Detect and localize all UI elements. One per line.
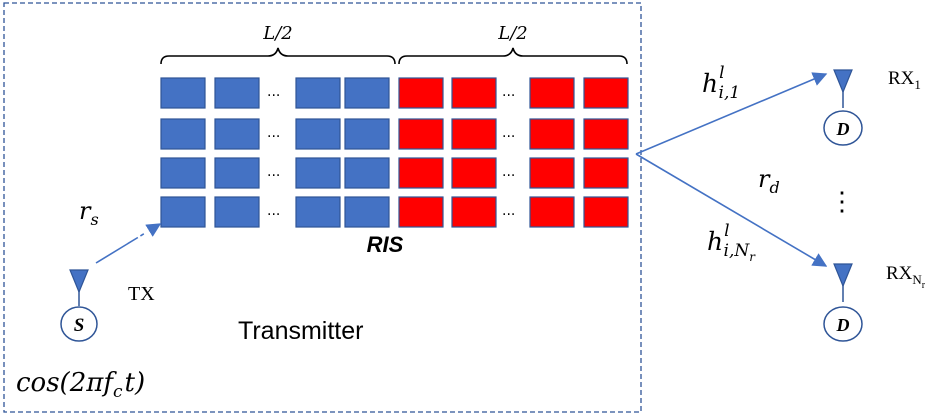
ris-element-left-r2-c4 <box>344 118 390 150</box>
ris-element-right-r1-c8 <box>583 77 629 109</box>
ris-element-left-r4-c3 <box>295 196 341 228</box>
ris-element-right-r2-c7 <box>529 118 575 150</box>
ris-ellipsis-left-r1: ··· <box>267 88 280 104</box>
ris-element-right-r3-c6 <box>451 157 497 189</box>
tx-label: TX <box>128 283 155 305</box>
ris-to-rxn-arrow <box>635 153 828 267</box>
rxn-destination-node <box>823 306 863 342</box>
ris-element-right-r4-c5 <box>398 196 444 228</box>
ris-element-left-r3-c1 <box>160 157 206 189</box>
ris-element-left-r3-c3 <box>295 157 341 189</box>
ris-element-grid: ··· ··· ··· ··· ··· ··· ··· ··· <box>160 77 629 228</box>
link-label-rs: rs <box>79 197 99 229</box>
ris-to-rx1-arrow <box>635 72 828 155</box>
left-half-brace <box>160 47 396 65</box>
rxn-destination-symbol: D <box>836 315 850 335</box>
ris-element-right-r1-c7 <box>529 77 575 109</box>
receiver-vertical-dots: ⋮ <box>829 187 855 216</box>
ris-element-left-r3-c4 <box>344 157 390 189</box>
distance-label-rd: rd <box>758 165 780 197</box>
ris-element-left-r2-c2 <box>214 118 260 150</box>
source-node <box>60 306 98 342</box>
ris-ellipsis-right-r1: ··· <box>502 88 515 104</box>
ris-ellipsis-left-r3: ··· <box>267 168 280 184</box>
ris-element-right-r4-c8 <box>583 196 629 228</box>
ris-ellipsis-left-r2: ··· <box>267 129 280 145</box>
transmitter-frame <box>3 2 642 413</box>
ris-element-left-r2-c1 <box>160 118 206 150</box>
ris-ellipsis-left-r4: ··· <box>267 207 280 223</box>
ris-element-left-r1-c2 <box>214 77 260 109</box>
ris-ellipsis-right-r3: ··· <box>502 168 515 184</box>
ris-element-left-r1-c1 <box>160 77 206 109</box>
ris-element-left-r4-c1 <box>160 196 206 228</box>
left-half-label: L/2 <box>262 23 292 44</box>
ris-ellipsis-right-r4: ··· <box>502 207 515 223</box>
rx1-destination-node <box>823 110 863 146</box>
ris-element-left-r1-c4 <box>344 77 390 109</box>
tx-antenna-icon <box>69 269 89 306</box>
ris-ellipsis-right-r2: ··· <box>502 129 515 145</box>
ris-element-right-r1-c6 <box>451 77 497 109</box>
ris-element-right-r3-c8 <box>583 157 629 189</box>
rx1-label: RX1 <box>888 68 921 92</box>
ris-label: RIS <box>367 232 404 257</box>
ris-element-left-r1-c3 <box>295 77 341 109</box>
right-half-label: L/2 <box>497 23 527 44</box>
rxn-antenna-icon <box>833 263 853 302</box>
ris-element-right-r2-c8 <box>583 118 629 150</box>
transmitter-label: Transmitter <box>238 317 363 345</box>
source-symbol: S <box>74 315 85 336</box>
rx1-destination-symbol: D <box>836 119 850 139</box>
tx-to-ris-arrow <box>95 223 162 264</box>
rx1-antenna-icon <box>833 69 853 108</box>
rxn-label: RXNr <box>886 263 926 291</box>
ris-element-right-r4-c7 <box>529 196 575 228</box>
ris-element-right-r1-c5 <box>398 77 444 109</box>
right-half-brace <box>398 47 628 65</box>
ris-element-right-r3-c5 <box>398 157 444 189</box>
ris-element-right-r2-c6 <box>451 118 497 150</box>
carrier-signal-label: cos(2πfct) <box>16 368 145 402</box>
ris-element-left-r2-c3 <box>295 118 341 150</box>
ris-element-right-r4-c6 <box>451 196 497 228</box>
ris-element-right-r2-c5 <box>398 118 444 150</box>
ris-element-right-r3-c7 <box>529 157 575 189</box>
ris-element-left-r3-c2 <box>214 157 260 189</box>
ris-element-left-r4-c2 <box>214 196 260 228</box>
ris-element-left-r4-c4 <box>344 196 390 228</box>
